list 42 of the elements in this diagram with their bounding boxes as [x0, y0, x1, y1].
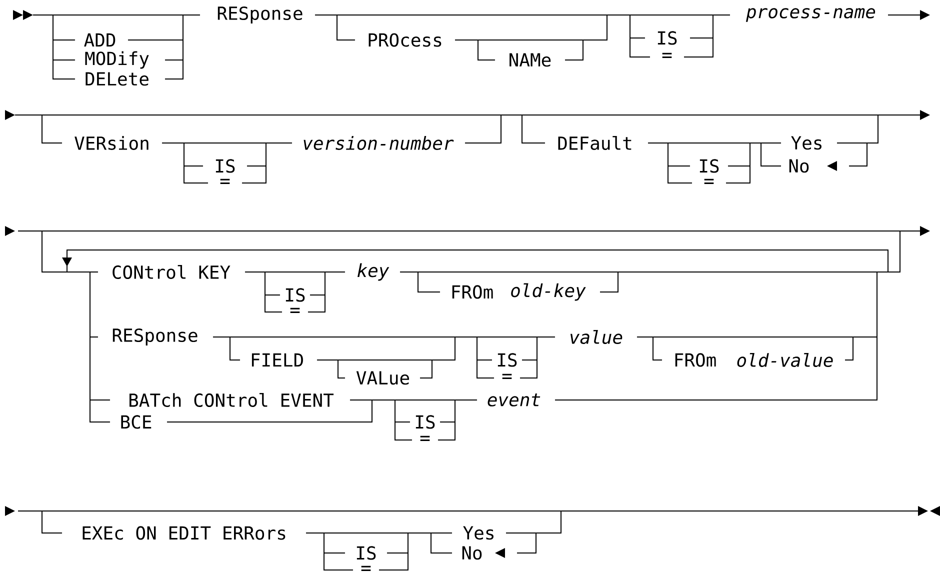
- keyword-label: =: [502, 374, 512, 379]
- placeholder-label: key: [358, 263, 390, 281]
- keyword-label: No: [789, 159, 809, 173]
- keyword-label: IS: [286, 288, 305, 302]
- keyword-label: BATch CONtrol EVENT: [130, 392, 334, 407]
- keyword-label: IS: [700, 159, 719, 173]
- keyword-label: EXEc ON EDIT ERRors: [82, 526, 286, 540]
- keyword-label: VERsion: [74, 136, 148, 150]
- keyword-label: BCE: [121, 415, 152, 429]
- keyword-label: =: [290, 308, 300, 313]
- keyword-label: IS: [498, 353, 517, 367]
- keyword-label: IS: [658, 31, 677, 45]
- keyword-label: VALue: [356, 371, 410, 385]
- keyword-label: No: [462, 546, 482, 560]
- keyword-label: =: [662, 52, 672, 58]
- keyword-label: RESponse: [112, 328, 198, 346]
- keyword-label: MODify: [85, 51, 149, 69]
- keyword-label: FIELD: [252, 353, 303, 367]
- keyword-label: IS: [216, 159, 235, 173]
- placeholder-label: old-value: [737, 352, 833, 367]
- placeholder-label: process-name: [746, 8, 876, 22]
- keyword-label: DEFault: [558, 136, 632, 150]
- keyword-label: PROcess: [368, 33, 442, 47]
- keyword-label: =: [704, 178, 714, 184]
- keyword-label: Yes: [791, 136, 822, 150]
- placeholder-label: event: [488, 394, 540, 406]
- keyword-label: FROm: [675, 353, 716, 367]
- keyword-label: IS: [416, 415, 435, 429]
- keyword-label: FROm: [452, 285, 493, 299]
- keyword-label: IS: [356, 546, 376, 560]
- keyword-label: =: [361, 566, 371, 571]
- keyword-label: Yes: [463, 526, 494, 540]
- keyword-label: =: [420, 436, 430, 441]
- keyword-label: ADD: [84, 33, 116, 47]
- keyword-label: CONtrol KEY: [112, 264, 230, 279]
- placeholder-label: version-number: [304, 136, 454, 150]
- placeholder-label: old-key: [511, 283, 586, 301]
- keyword-label: DELete: [86, 72, 148, 86]
- placeholder-label: value: [570, 330, 622, 344]
- keyword-label: NAMe: [510, 53, 551, 67]
- keyword-label: =: [220, 178, 230, 184]
- keyword-label: RESponse: [218, 6, 302, 24]
